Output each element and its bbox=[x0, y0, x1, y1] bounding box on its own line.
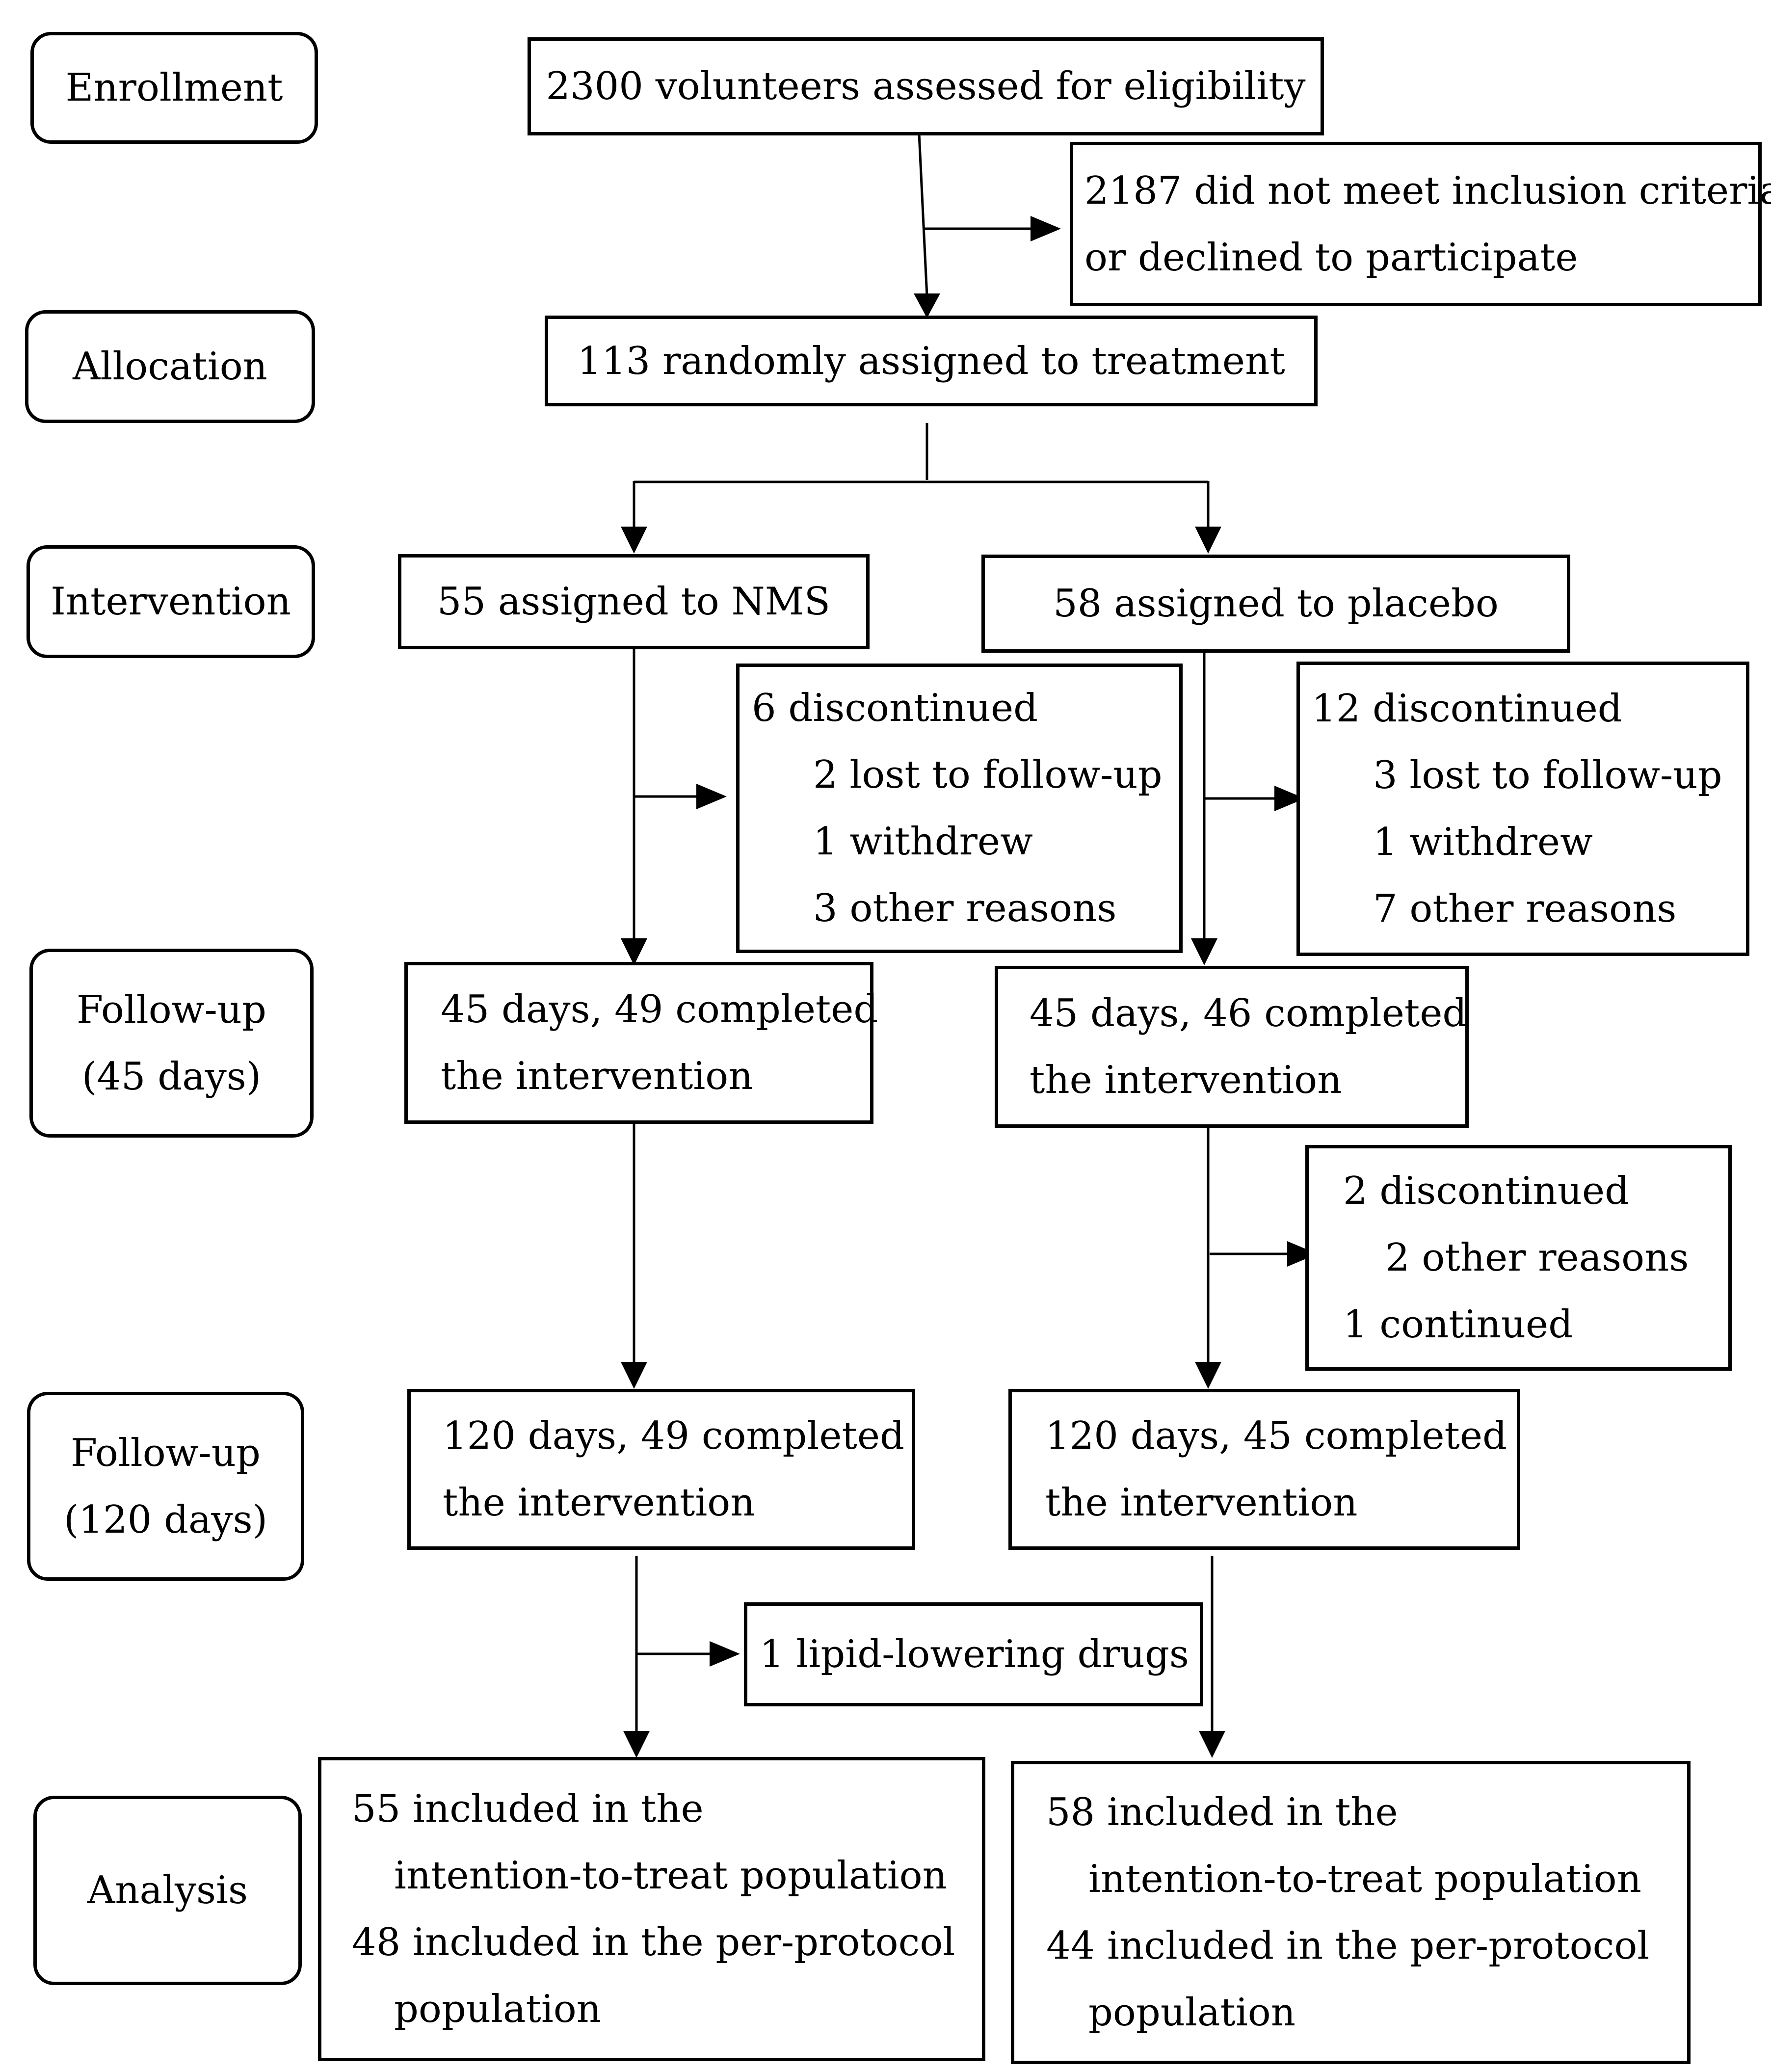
analysis-line: 58 included in the bbox=[1046, 1790, 1398, 1834]
discontinued-reason: 1 withdrew bbox=[1373, 820, 1593, 864]
connector-enroll-alloc bbox=[918, 133, 928, 296]
analysis-line: intention-to-treat population bbox=[1088, 1857, 1641, 1901]
arrowhead bbox=[1274, 786, 1305, 811]
stage-label: Enrollment bbox=[65, 66, 283, 110]
stage-label: (120 days) bbox=[63, 1497, 268, 1542]
discontinued-reason: 2 other reasons bbox=[1385, 1236, 1689, 1280]
analysis-line: population bbox=[1088, 1991, 1295, 2035]
box-nms-discontinued: 6 discontinued 2 lost to follow-up 1 wit… bbox=[736, 664, 1183, 953]
discontinued-reason: 7 other reasons bbox=[1373, 887, 1677, 931]
arrowhead bbox=[621, 1362, 647, 1389]
analysis-line: 44 included in the per-protocol bbox=[1046, 1924, 1650, 1968]
discontinued-title: 12 discontinued bbox=[1312, 687, 1622, 731]
box-excluded: 2187 did not meet inclusion criteria or … bbox=[1070, 142, 1771, 306]
followup-line: the intervention bbox=[1045, 1481, 1358, 1525]
analysis-line: population bbox=[394, 1987, 601, 2031]
discontinued-reason: 3 lost to follow-up bbox=[1373, 753, 1722, 797]
arrowhead bbox=[914, 293, 940, 318]
stage-followup-120: Follow-up (120 days) bbox=[27, 1392, 304, 1581]
box-placebo-analysis: 58 included in the intention-to-treat po… bbox=[1011, 1761, 1691, 2064]
box-placebo-discontinued-2: 2 discontinued 2 other reasons 1 continu… bbox=[1305, 1145, 1732, 1371]
arrowhead bbox=[696, 784, 727, 809]
discontinued-title: 6 discontinued bbox=[752, 686, 1038, 730]
stage-followup-45: Follow-up (45 days) bbox=[29, 949, 314, 1138]
nms-assigned-text: 55 assigned to NMS bbox=[437, 580, 831, 624]
analysis-line: 55 included in the bbox=[352, 1787, 704, 1831]
continued-text: 1 continued bbox=[1343, 1302, 1573, 1347]
box-assessed: 2300 volunteers assessed for eligibility bbox=[528, 37, 1324, 135]
discontinued-reason: 2 lost to follow-up bbox=[813, 753, 1163, 797]
arrowhead bbox=[710, 1641, 740, 1667]
arrowhead bbox=[1191, 938, 1217, 965]
stage-label: (45 days) bbox=[81, 1054, 262, 1099]
arrowhead bbox=[1031, 216, 1061, 241]
followup-line: the intervention bbox=[443, 1481, 755, 1525]
box-randomized: 113 randomly assigned to treatment bbox=[545, 316, 1318, 406]
box-nms-analysis: 55 included in the intention-to-treat po… bbox=[318, 1757, 985, 2061]
stage-analysis: Analysis bbox=[33, 1796, 302, 1985]
followup-line: the intervention bbox=[1030, 1058, 1342, 1102]
arrowhead bbox=[621, 527, 647, 554]
box-placebo-assigned: 58 assigned to placebo bbox=[981, 555, 1570, 653]
lipid-lowering-text: 1 lipid-lowering drugs bbox=[760, 1632, 1189, 1676]
discontinued-reason: 3 other reasons bbox=[813, 886, 1117, 930]
analysis-line: 48 included in the per-protocol bbox=[352, 1920, 955, 1965]
placebo-assigned-text: 58 assigned to placebo bbox=[1053, 582, 1499, 626]
followup-line: 120 days, 49 completed bbox=[443, 1414, 904, 1458]
arrowhead bbox=[623, 1731, 650, 1758]
stage-enrollment: Enrollment bbox=[30, 32, 318, 144]
followup-line: 45 days, 49 completed bbox=[441, 987, 878, 1032]
discontinued-reason: 1 withdrew bbox=[813, 820, 1033, 864]
discontinued-title: 2 discontinued bbox=[1343, 1169, 1630, 1213]
arrowhead bbox=[1195, 1362, 1221, 1389]
followup-line: the intervention bbox=[441, 1054, 753, 1098]
excluded-line: or declined to participate bbox=[1084, 235, 1578, 280]
followup-line: 120 days, 45 completed bbox=[1045, 1414, 1507, 1458]
stage-label: Follow-up bbox=[71, 1431, 261, 1475]
box-nms-assigned: 55 assigned to NMS bbox=[398, 554, 870, 649]
arrowhead bbox=[1287, 1241, 1318, 1267]
followup-line: 45 days, 46 completed bbox=[1030, 991, 1467, 1036]
arrowhead bbox=[1195, 527, 1221, 554]
stage-label: Analysis bbox=[87, 1868, 248, 1913]
arrowhead bbox=[621, 938, 647, 965]
box-nms-followup-120: 120 days, 49 completed the intervention bbox=[407, 1389, 915, 1550]
stage-allocation: Allocation bbox=[25, 310, 315, 423]
stage-intervention: Intervention bbox=[26, 545, 315, 658]
box-placebo-followup-120: 120 days, 45 completed the intervention bbox=[1008, 1389, 1520, 1550]
excluded-line: 2187 did not meet inclusion criteria bbox=[1084, 168, 1771, 213]
box-nms-followup-45: 45 days, 49 completed the intervention bbox=[404, 962, 878, 1124]
randomized-text: 113 randomly assigned to treatment bbox=[577, 339, 1285, 383]
box-placebo-followup-45: 45 days, 46 completed the intervention bbox=[995, 966, 1469, 1128]
stage-label: Allocation bbox=[73, 345, 267, 389]
box-nms-lipid-lowering: 1 lipid-lowering drugs bbox=[744, 1602, 1203, 1706]
assessed-text: 2300 volunteers assessed for eligibility bbox=[546, 64, 1306, 108]
box-placebo-discontinued: 12 discontinued 3 lost to follow-up 1 wi… bbox=[1296, 662, 1749, 956]
stage-label: Follow-up bbox=[77, 987, 266, 1032]
arrowhead bbox=[1199, 1731, 1225, 1758]
analysis-line: intention-to-treat population bbox=[394, 1854, 947, 1898]
stage-label: Intervention bbox=[51, 580, 291, 624]
